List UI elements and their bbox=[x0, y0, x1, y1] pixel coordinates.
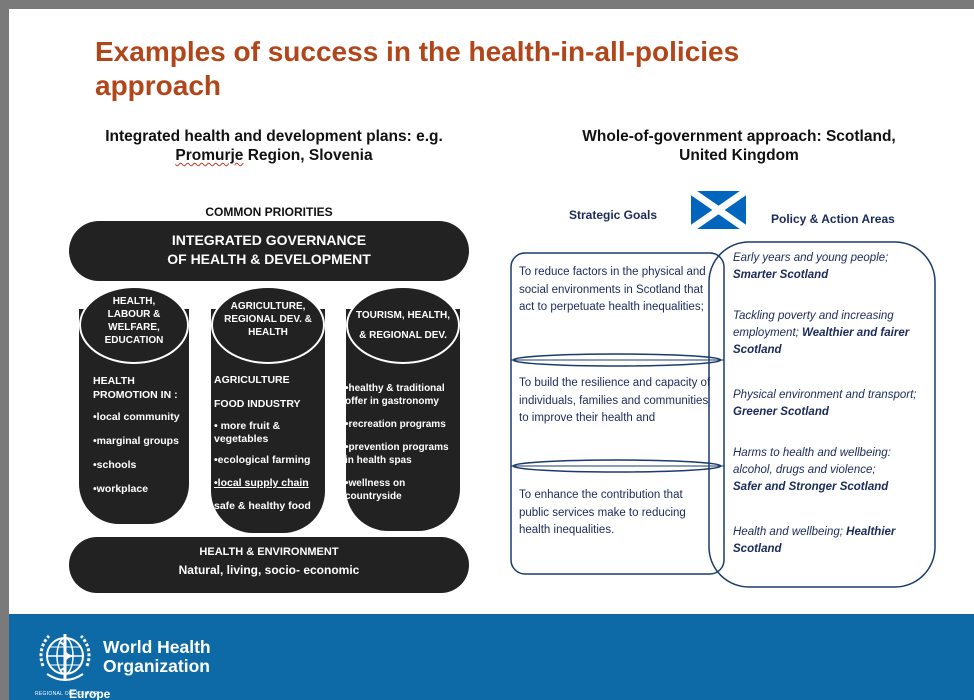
policy-area-1: Early years and young people; Smarter Sc… bbox=[733, 250, 928, 284]
pillar-3-item: offer in gastronomy bbox=[345, 396, 439, 407]
policy-area-text: Tackling poverty and increasing employme… bbox=[733, 310, 894, 339]
policy-area-text: Physical environment and transport; bbox=[733, 389, 917, 401]
pillar-3-item: •wellness on bbox=[345, 478, 406, 489]
pillar-2-cap-line: REGIONAL DEV. & bbox=[224, 314, 312, 325]
regional-office-label: REGIONAL OFFICE FOR bbox=[35, 691, 99, 697]
policy-area-bold: Healthier Scotland bbox=[733, 526, 896, 555]
policy-areas-label: Policy & Action Areas bbox=[771, 212, 895, 226]
policy-area-bold: Wealthier and fairer Scotland bbox=[733, 327, 910, 356]
footer-band: World Health Organization REGIONAL OFFIC… bbox=[9, 614, 974, 700]
pillar-3-item: •recreation programs bbox=[345, 419, 446, 430]
policy-area-text: Health and wellbeing; bbox=[733, 526, 843, 538]
pillar-1-cap-line: WELFARE, bbox=[108, 322, 160, 333]
pillar-2-cap-text: AGRICULTURE, REGIONAL DEV. & HEALTH bbox=[211, 300, 325, 339]
common-priorities-label: COMMON PRIORITIES bbox=[205, 205, 333, 219]
pillar-cap-health-labour bbox=[79, 286, 189, 364]
pillar-1-cap-line: LABOUR & bbox=[107, 309, 161, 320]
region-label: Europe bbox=[69, 687, 111, 700]
pillar-3-item: •healthy & traditional bbox=[345, 383, 445, 394]
pillar-2-cap-line: HEALTH bbox=[248, 327, 288, 338]
scotland-flag-icon bbox=[691, 191, 746, 229]
pillar-3-cap-line bbox=[348, 322, 458, 330]
pillar-1-item: PROMOTION IN : bbox=[93, 389, 178, 401]
environment-line1: HEALTH & ENVIRONMENT bbox=[199, 546, 339, 558]
pillar-3-item: in health spas bbox=[345, 455, 412, 466]
pillar-1-item: •local community bbox=[93, 411, 180, 423]
pillar-2-item: •ecological farming bbox=[214, 454, 311, 466]
goal-3: To enhance the contribution that public … bbox=[519, 489, 686, 536]
goal-1: To reduce factors in the physical and so… bbox=[519, 266, 706, 313]
governance-line2: OF HEALTH & DEVELOPMENT bbox=[167, 251, 371, 267]
pillar-3-cap-line: & REGIONAL DEV. bbox=[359, 330, 447, 341]
environment-bar bbox=[69, 537, 469, 593]
policy-area-5: Health and wellbeing; Healthier Scotland bbox=[733, 524, 913, 558]
promurje-word: Promurje bbox=[175, 147, 244, 164]
pillar-1-cap-text: HEALTH, LABOUR & WELFARE, EDUCATION bbox=[81, 295, 187, 347]
policy-area-bold: Greener Scotland bbox=[733, 406, 829, 418]
slide-title: Examples of success in the health-in-all… bbox=[95, 36, 740, 101]
pillar-3-cap-text: TOURISM, HEALTH, & REGIONAL DEV. bbox=[348, 310, 458, 342]
left-heading: Integrated health and development plans:… bbox=[69, 127, 479, 165]
policy-area-2: Tackling poverty and increasing employme… bbox=[733, 308, 930, 359]
who-emblem-icon bbox=[39, 634, 91, 681]
left-heading-line2: Promurje Region, Slovenia bbox=[69, 146, 479, 165]
who-name-line1: World Health bbox=[103, 637, 211, 657]
pillar-3-item: •prevention programs bbox=[345, 442, 449, 453]
pillar-2-item: FOOD INDUSTRY bbox=[214, 398, 301, 410]
pillar-1-item: HEALTH bbox=[93, 375, 135, 387]
right-heading-line2: United Kingdom bbox=[679, 147, 799, 164]
pillar-2-items: AGRICULTURE FOOD INDUSTRY • more fruit &… bbox=[214, 375, 311, 515]
policy-area-4: Harms to health and wellbeing: alcohol, … bbox=[733, 445, 923, 496]
policy-area-3: Physical environment and transport; Gree… bbox=[733, 387, 930, 421]
left-heading-rest: Region, Slovenia bbox=[243, 147, 373, 164]
pillar-3-cap-line: TOURISM, HEALTH, bbox=[355, 310, 451, 321]
pillar-3-item: countryside bbox=[345, 491, 402, 502]
goal-2: To build the resilience and capacity of … bbox=[519, 377, 711, 424]
pillar-cap-tourism bbox=[346, 286, 460, 364]
pillar-2-item: AGRICULTURE bbox=[214, 374, 290, 386]
pillar-2-cap-line: AGRICULTURE, bbox=[230, 301, 306, 312]
pillar-1-cap-line: EDUCATION bbox=[104, 335, 164, 346]
pillar-1-item: •marginal groups bbox=[93, 435, 179, 447]
environment-text: HEALTH & ENVIRONMENT Natural, living, so… bbox=[69, 544, 469, 580]
environment-line2: Natural, living, socio- economic bbox=[178, 563, 360, 577]
pillar-1-item: •workplace bbox=[93, 483, 149, 495]
slide: Examples of success in the health-in-all… bbox=[9, 9, 974, 700]
left-heading-line1: Integrated health and development plans:… bbox=[105, 128, 443, 145]
governance-bar bbox=[69, 221, 469, 281]
governance-line1: INTEGRATED GOVERNANCE bbox=[171, 232, 367, 248]
pillar-2-item: vegetables bbox=[214, 433, 269, 445]
governance-text: INTEGRATED GOVERNANCE OF HEALTH & DEVELO… bbox=[69, 231, 469, 269]
pillar-3-items: •healthy & traditional offer in gastrono… bbox=[345, 384, 449, 505]
pillar-1-items: HEALTH PROMOTION IN : •local community •… bbox=[93, 376, 180, 498]
policy-area-bold: Smarter Scotland bbox=[733, 269, 829, 281]
right-heading: Whole-of-government approach: Scotland, … bbox=[534, 127, 944, 165]
policy-area-bold: Safer and Stronger Scotland bbox=[733, 481, 889, 493]
strategic-goals-label: Strategic Goals bbox=[569, 208, 658, 222]
policy-area-text: Early years and young people; bbox=[733, 252, 889, 264]
pillar-2-item: •local supply chain bbox=[214, 477, 309, 489]
pillar-1-cap-line: HEALTH, bbox=[112, 296, 156, 307]
who-name-line2: Organization bbox=[103, 656, 210, 676]
policy-area-text: Harms to health and wellbeing: alcohol, … bbox=[733, 447, 891, 476]
pillar-1-item: •schools bbox=[93, 459, 137, 471]
right-heading-line1: Whole-of-government approach: Scotland, bbox=[582, 128, 896, 145]
pillar-2-item: safe & healthy food bbox=[214, 500, 311, 512]
pillar-cap-agriculture bbox=[211, 286, 325, 364]
pillar-2-item: • more fruit & bbox=[214, 420, 281, 432]
